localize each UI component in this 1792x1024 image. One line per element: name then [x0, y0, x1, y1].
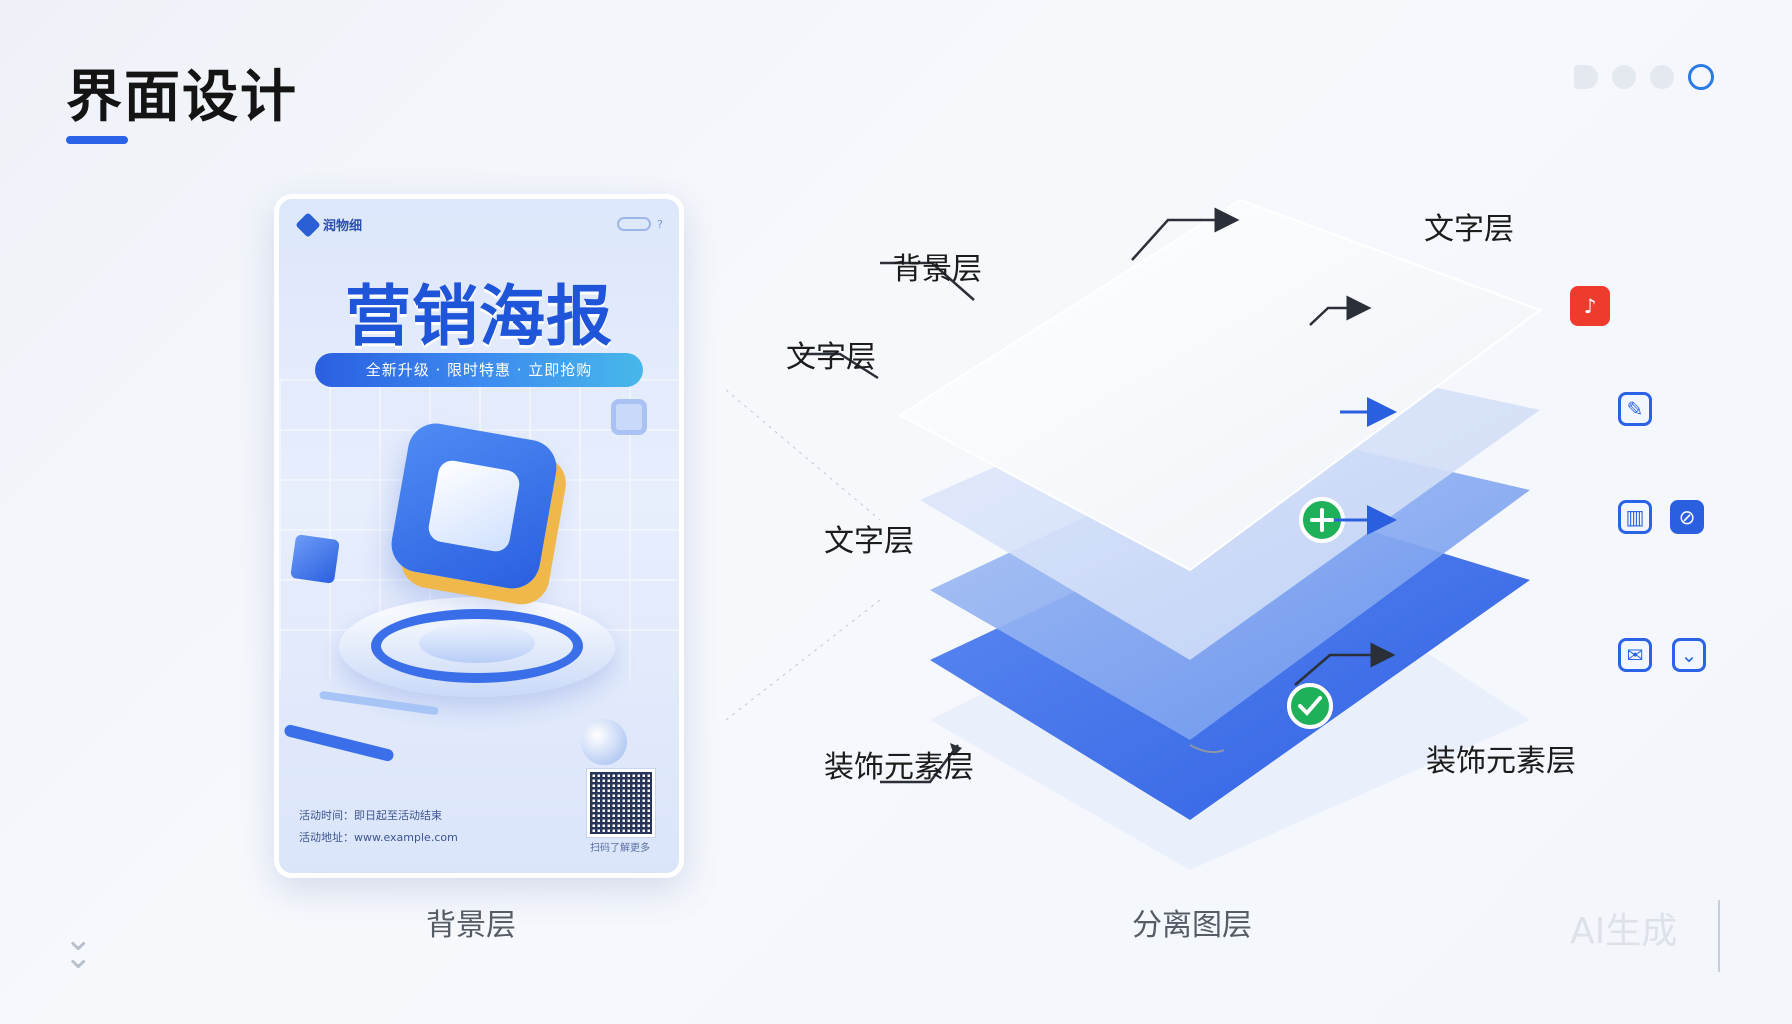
poster-brand: 润物细 — [323, 219, 363, 234]
pager-dot-3[interactable] — [1650, 65, 1674, 89]
label-text-layer: 文字层 — [786, 340, 876, 375]
leader-line-deco — [880, 744, 959, 784]
edit-icon: ✎ — [1618, 392, 1652, 426]
arrow-text-top — [1131, 207, 1240, 261]
ai-watermark: AI生成 — [1570, 911, 1678, 952]
label-decoration-layer: 装饰元素层 — [1426, 744, 1576, 779]
podium-top — [419, 623, 535, 663]
poster-tools: ? — [617, 217, 663, 231]
leader-line-text — [800, 352, 879, 380]
label-text-layer: 文字层 — [1424, 212, 1514, 247]
check-icon — [1287, 683, 1333, 729]
poster-preview: 润物细 ? 营销海报 全新升级 · 限时特惠 · 立即抢购 活动时间：即日起至活… — [274, 194, 684, 878]
pager-dot-1[interactable] — [1574, 65, 1598, 89]
cube-decoration — [290, 534, 340, 584]
stick-decoration — [283, 723, 395, 763]
layer-background — [898, 198, 1543, 572]
scroll-down-icon[interactable]: ⌄⌄ — [64, 919, 93, 977]
layer-stack-illustration — [725, 198, 1543, 870]
guide-line — [725, 599, 881, 721]
poster-footer-line: 活动地址：www.example.com — [299, 831, 458, 844]
leader-line-deco-right — [1189, 744, 1225, 754]
caption-separated-layers: 分离图层 — [1132, 908, 1252, 943]
leader-line-bg — [880, 261, 975, 301]
caption-background-layer: 背景层 — [426, 908, 516, 943]
arrow-red — [1309, 295, 1372, 326]
guide-line — [725, 389, 881, 521]
label-background-layer: 背景层 — [892, 252, 982, 287]
link-icon: ⊘ — [1670, 500, 1704, 534]
pager-dot-2[interactable] — [1612, 65, 1636, 89]
help-icon: ? — [657, 217, 663, 231]
qr-caption: 扫码了解更多 — [590, 843, 650, 854]
page-title: 界面设计 — [66, 65, 298, 130]
podium-ring — [371, 609, 583, 683]
sphere-decoration — [581, 719, 627, 765]
poster-subtitle: 全新升级 · 限时特惠 · 立即抢购 — [315, 353, 643, 387]
toggle-icon — [617, 217, 652, 231]
pager-dot-4-active[interactable] — [1688, 64, 1714, 90]
divider — [1718, 900, 1720, 972]
douyin-icon: ♪ — [1570, 286, 1610, 326]
arrow-deco — [1294, 642, 1396, 686]
poster-footer-line: 活动时间：即日起至活动结束 — [299, 809, 442, 822]
brand-logo-icon — [295, 211, 321, 238]
app-3d-icon — [387, 419, 561, 593]
title-underline — [66, 136, 128, 144]
slide-pager — [1574, 64, 1714, 90]
label-text-layer: 文字层 — [824, 524, 914, 559]
chart-icon: ▥ — [1618, 500, 1652, 534]
chevron-down-icon: ⌄ — [1672, 638, 1706, 672]
box-icon — [611, 399, 647, 435]
mail-icon: ✉ — [1618, 638, 1652, 672]
qr-code — [587, 769, 655, 837]
poster-logo: 润物细 — [295, 211, 363, 238]
poster-headline: 营销海报 — [345, 278, 613, 355]
label-decoration-layer: 装饰元素层 — [824, 750, 974, 785]
stick-decoration — [319, 690, 439, 716]
